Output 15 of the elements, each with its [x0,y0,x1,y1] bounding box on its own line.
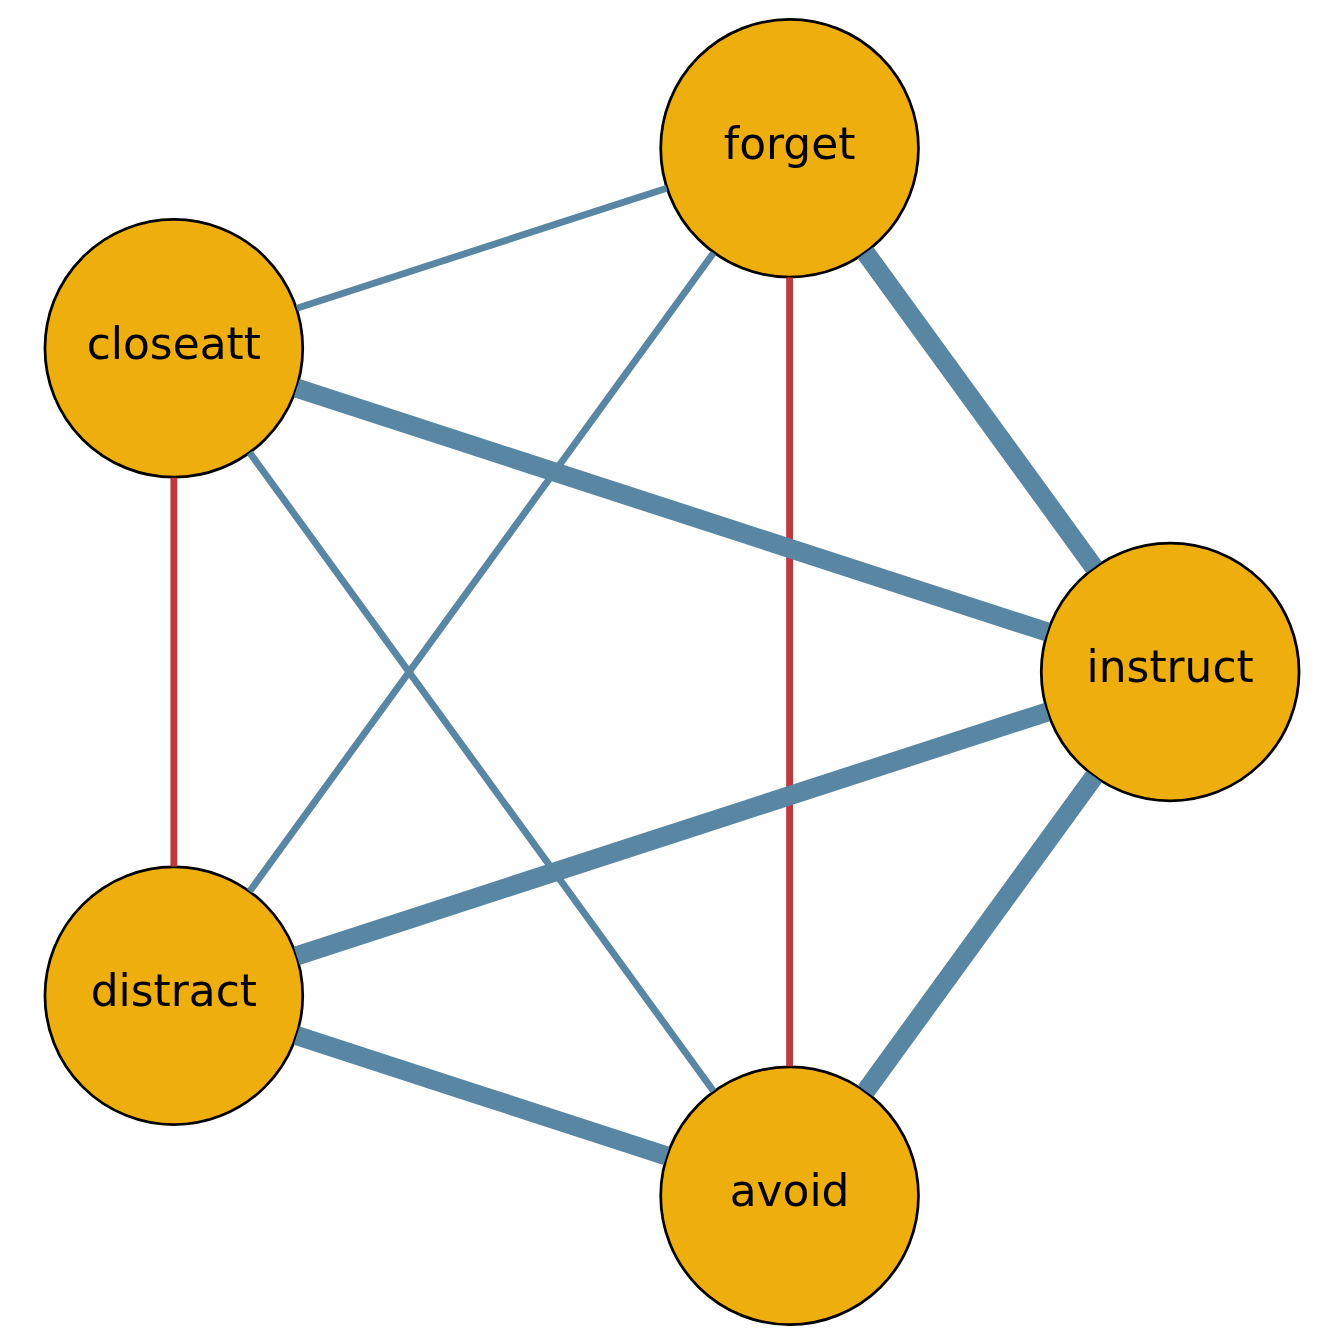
connector [170,477,178,867]
connector [293,379,1050,642]
connector [247,450,717,1094]
connector [247,250,717,894]
node-circle: instruct [1039,541,1301,803]
node-circle: distract [43,865,305,1126]
connector [857,247,1102,573]
connector [293,702,1050,965]
node-circle: forget [659,17,920,279]
connector [293,1026,670,1165]
node-circle: closeatt [43,218,305,479]
node-circle: avoid [659,1065,920,1327]
connector [786,277,793,1067]
connector [857,770,1102,1097]
connector [295,184,668,312]
